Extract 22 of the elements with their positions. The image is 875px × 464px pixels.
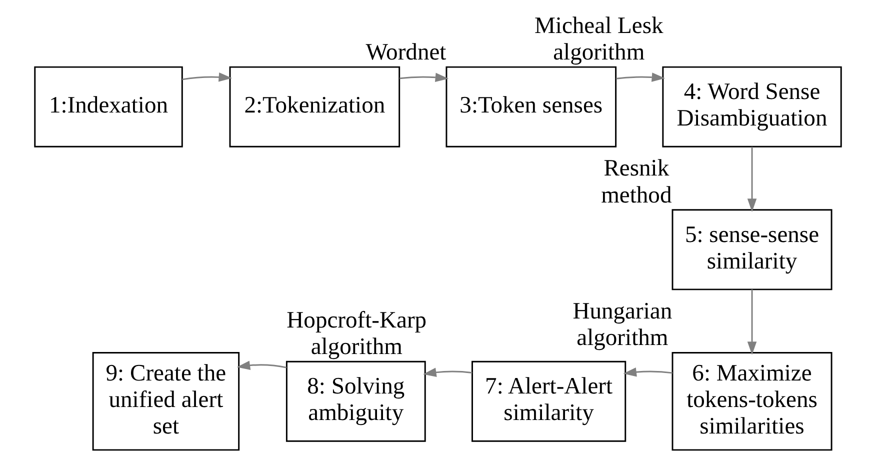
- arrow: [236, 360, 286, 370]
- arrow: [182, 72, 232, 82]
- node-label: Hopcroft-Karp algorithm: [286, 307, 426, 360]
- arrow: [746, 146, 756, 212]
- node-box: 2:Tokenization: [228, 66, 400, 148]
- node-box: 5: sense-sense similarity: [671, 209, 832, 290]
- node-label: Hungarian algorithm: [572, 298, 672, 352]
- arrow: [399, 72, 448, 82]
- node-label: Micheal Lesk algorithm: [534, 12, 663, 66]
- arrow: [616, 72, 665, 82]
- node-box: 9: Create the unified alert set: [92, 352, 240, 451]
- node-box: 8: Solving ambiguity: [285, 360, 426, 442]
- node-box: 6: Maximize tokens-tokens similarities: [671, 352, 832, 451]
- node-label: Resnik method: [600, 156, 672, 208]
- arrow: [422, 368, 472, 377]
- arrow: [746, 289, 756, 355]
- node-box: 1:Indexation: [34, 66, 182, 148]
- node-label: Wordnet: [365, 39, 446, 66]
- node-box: 7: Alert-Alert similarity: [471, 360, 626, 442]
- node-box: 4: Word Sense Disambiguation: [662, 66, 842, 148]
- node-box: 3:Token senses: [445, 66, 616, 148]
- arrow: [622, 367, 672, 377]
